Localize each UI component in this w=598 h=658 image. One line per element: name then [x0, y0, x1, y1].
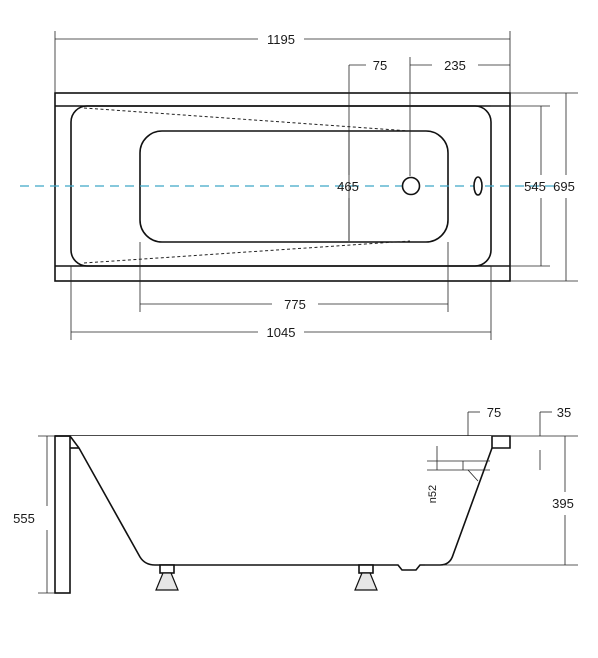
overflow-icon — [473, 176, 483, 196]
label-overflow-offset: 75 — [373, 58, 387, 73]
label-inner-length: 1045 — [267, 325, 296, 340]
dim-bottom-length: 775 — [139, 242, 449, 312]
top-view: 1195 75 235 465 545 — [20, 31, 578, 340]
side-panel — [54, 435, 71, 594]
leg-right — [354, 564, 378, 591]
side-view: n52 555 75 35 — [13, 405, 578, 594]
label-inner-bottom-width: 465 — [337, 179, 359, 194]
backrest-slope-bottom — [83, 240, 411, 264]
label-overall-height: 555 — [13, 511, 35, 526]
leg-left — [155, 564, 179, 591]
dim-inner-length: 1045 — [70, 266, 492, 340]
side-tub-body — [69, 435, 493, 571]
label-overall-width: 695 — [553, 179, 575, 194]
backrest-slope-top — [83, 107, 411, 132]
dim-inner-width: 545 — [491, 105, 550, 267]
label-overflow-pipe: n52 — [427, 485, 439, 503]
dim-overall-width: 695 — [510, 92, 578, 282]
dim-rim-thickness: 35 — [539, 405, 571, 470]
dim-depth: 395 — [425, 435, 578, 566]
top-outer-rim — [54, 92, 511, 282]
label-rim-thickness: 35 — [557, 405, 571, 420]
label-rim-offset: 75 — [487, 405, 501, 420]
label-depth: 395 — [552, 496, 574, 511]
drain-icon — [401, 176, 421, 196]
dim-overall-length: 1195 — [54, 31, 511, 93]
label-bottom-length: 775 — [284, 297, 306, 312]
label-inner-width: 545 — [524, 179, 546, 194]
dim-inner-bottom-width: 465 — [337, 131, 359, 241]
label-overflow-to-edge: 235 — [444, 58, 466, 73]
dim-rim-offset: 75 — [467, 405, 501, 436]
dim-overall-height: 555 — [13, 435, 55, 594]
label-overall-length: 1195 — [267, 32, 295, 47]
